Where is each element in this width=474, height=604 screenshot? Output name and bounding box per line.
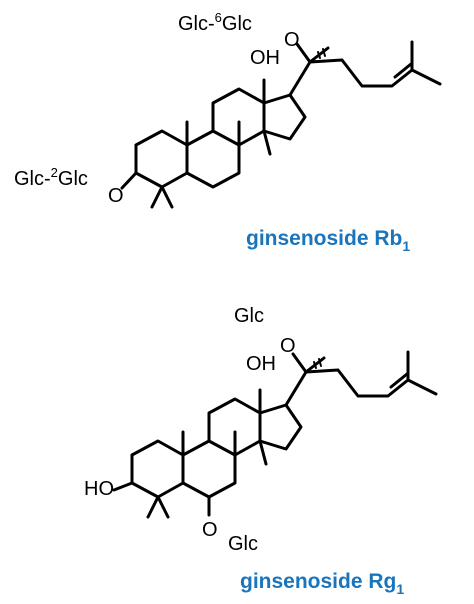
molecule-rb1: Glc-6Glc O OH Glc-2Glc O ginsenoside Rb1	[14, 10, 442, 254]
oxygen-left-label: O	[108, 185, 124, 207]
sugar-bottom-label: Glc	[228, 533, 258, 555]
molecule-name: ginsenoside Rb1	[246, 227, 410, 254]
hydroxyl-label: OH	[250, 47, 280, 69]
steroid-skeleton	[134, 40, 442, 209]
oxygen-bottom-label: O	[202, 519, 218, 541]
oxygen-top-label: O	[284, 29, 300, 51]
steroid-skeleton	[130, 350, 438, 519]
hydroxyl-left-label: HO	[84, 478, 114, 500]
molecule-rg1: Glc O OH HO O Glc ginsenoside Rg1	[84, 305, 438, 597]
molecule-name: ginsenoside Rg1	[240, 570, 404, 597]
sugar-left-label: Glc-2Glc	[14, 165, 88, 190]
hydroxyl-label: OH	[246, 353, 276, 375]
sugar-top-label: Glc-6Glc	[178, 10, 252, 35]
sugar-top-label: Glc	[234, 305, 264, 327]
oxygen-top-label: O	[280, 335, 296, 357]
